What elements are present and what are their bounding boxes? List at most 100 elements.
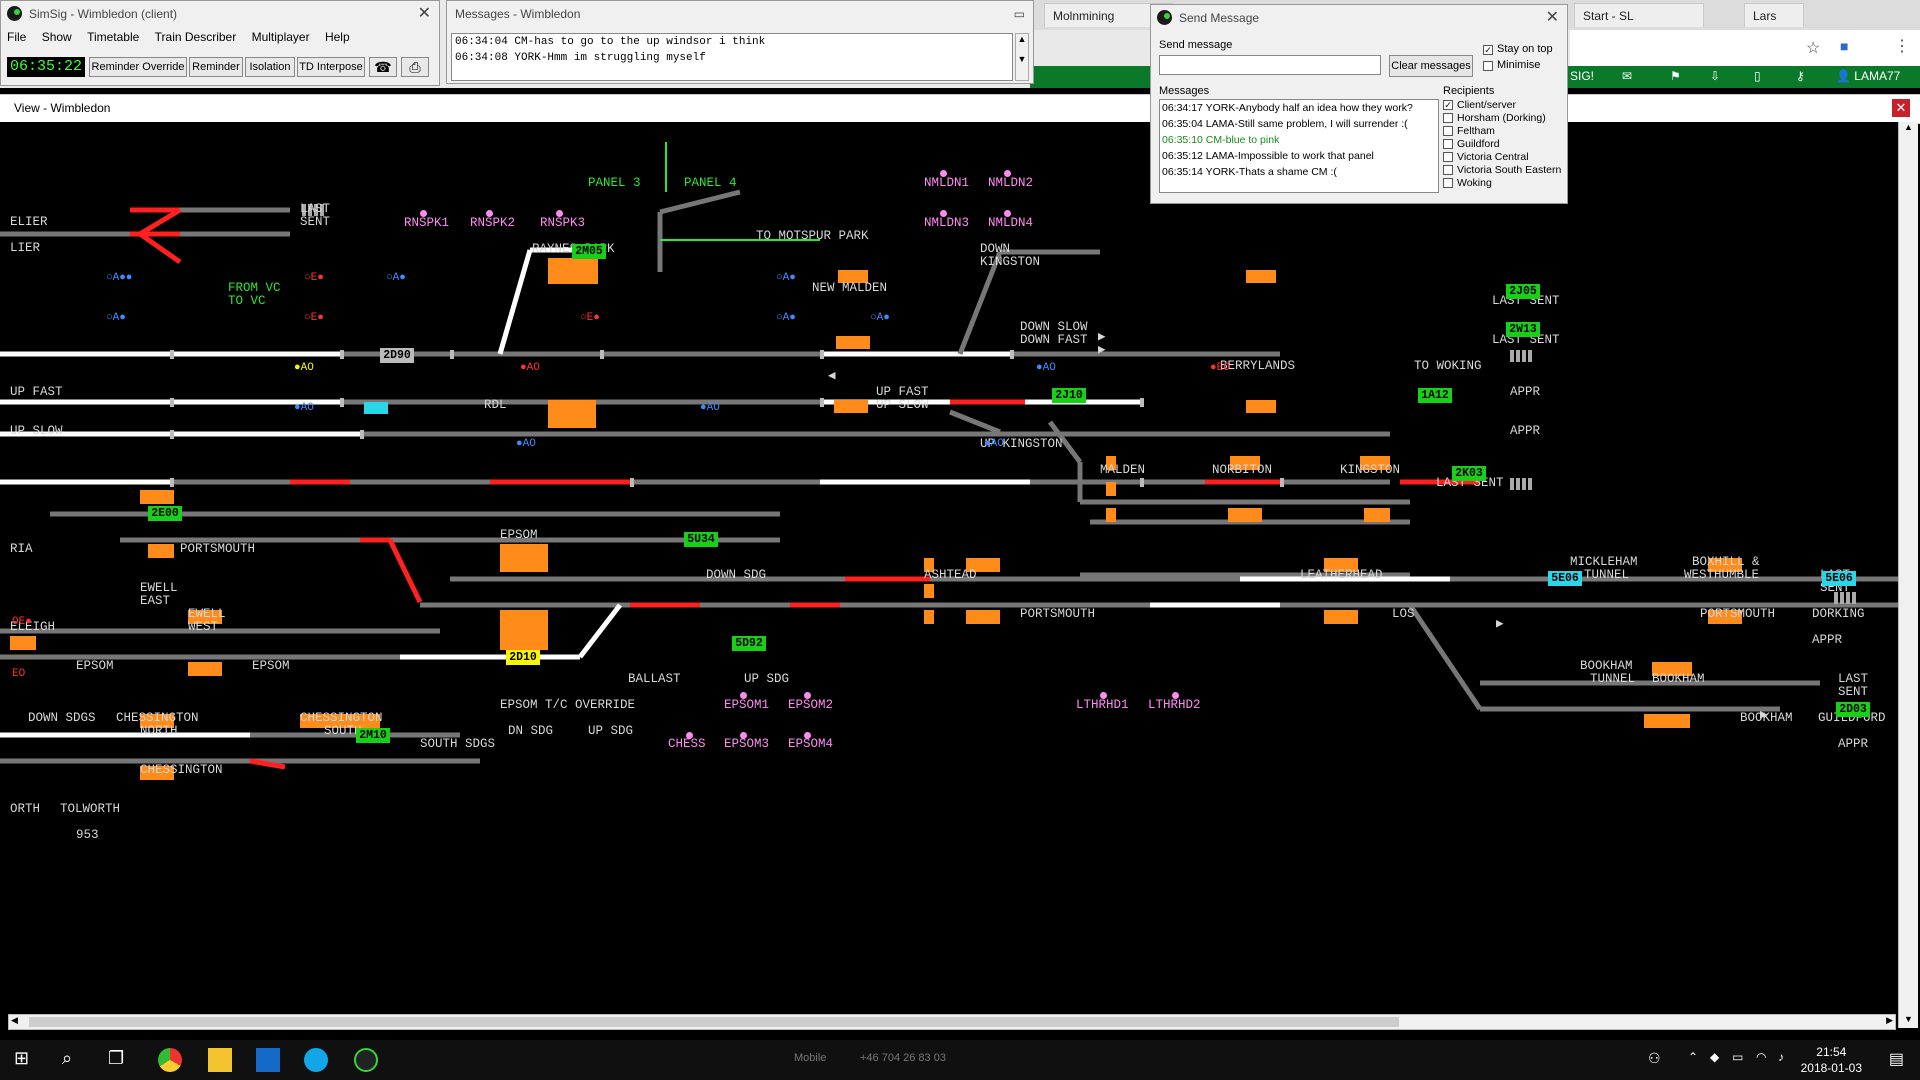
- train-describer-berth[interactable]: 2J10: [1052, 388, 1086, 403]
- route-dot[interactable]: [1172, 692, 1179, 699]
- route-dot[interactable]: [556, 210, 563, 217]
- search-icon[interactable]: ⌕: [62, 1048, 73, 1068]
- train-describer-berth[interactable]: 2M05: [572, 244, 606, 259]
- menu-timetable[interactable]: Timetable: [87, 30, 140, 44]
- train-describer-berth[interactable]: 5E06: [1822, 571, 1856, 586]
- signal-aspect-icon[interactable]: ○E●: [304, 272, 324, 284]
- route-dot[interactable]: [804, 732, 811, 739]
- menu-multiplayer[interactable]: Multiplayer: [251, 30, 310, 44]
- wifi-icon[interactable]: ◠: [1756, 1050, 1767, 1064]
- received-messages-list[interactable]: 06:34:17 YORK-Anybody half an idea how t…: [1159, 99, 1439, 193]
- phone-icon[interactable]: ▯: [1754, 69, 1761, 83]
- browser-tab-start-sl[interactable]: Start - SL: [1574, 3, 1704, 27]
- td-interpose-button[interactable]: TD Interpose: [297, 57, 365, 77]
- signal-aspect-icon[interactable]: ●AO: [516, 438, 536, 450]
- train-describer-berth[interactable]: 1A12: [1418, 388, 1452, 403]
- route-dot[interactable]: [740, 732, 747, 739]
- dropbox-icon[interactable]: ◆: [1710, 1050, 1720, 1064]
- train-describer-berth[interactable]: 5D92: [732, 636, 766, 651]
- minimize-icon[interactable]: ▭: [1013, 7, 1025, 21]
- route-dot[interactable]: [486, 210, 493, 217]
- route-dot[interactable]: [940, 210, 947, 217]
- train-describer-berth[interactable]: 2D03: [1836, 702, 1870, 717]
- stay-on-top-checkbox[interactable]: ✓: [1483, 45, 1493, 55]
- route-dot[interactable]: [1100, 692, 1107, 699]
- messages-scrollbar[interactable]: ▲▼: [1015, 33, 1029, 81]
- people-icon[interactable]: ⚇: [1648, 1050, 1661, 1066]
- recipient-item[interactable]: Woking: [1443, 177, 1561, 190]
- mail-icon[interactable]: ✉: [1622, 69, 1633, 83]
- signal-aspect-icon[interactable]: ○A●●: [106, 272, 133, 284]
- route-dot[interactable]: [804, 692, 811, 699]
- signal-aspect-icon[interactable]: ○A●: [776, 312, 796, 324]
- signal-aspect-icon[interactable]: ○A●: [386, 272, 406, 284]
- scroll-up-icon[interactable]: ▲: [1904, 122, 1913, 132]
- signal-aspect-icon[interactable]: ●AO: [700, 402, 720, 414]
- key-icon[interactable]: ⚷: [1796, 69, 1805, 83]
- signal-aspect-icon[interactable]: ○A●: [106, 312, 126, 324]
- train-describer-berth[interactable]: 2J05: [1506, 284, 1540, 299]
- scroll-right-icon[interactable]: ▶: [1886, 1015, 1893, 1025]
- battery-icon[interactable]: ▭: [1732, 1050, 1744, 1064]
- recipient-checkbox[interactable]: ✓: [1443, 100, 1453, 110]
- signal-aspect-icon[interactable]: ●AO: [984, 438, 1004, 450]
- train-describer-berth[interactable]: 2W13: [1506, 322, 1540, 337]
- clear-messages-button[interactable]: Clear messages: [1389, 55, 1473, 77]
- train-describer-berth[interactable]: 2M10: [356, 728, 390, 743]
- signal-aspect-icon[interactable]: ○A●: [776, 272, 796, 284]
- notifications-icon[interactable]: ▤: [1888, 1051, 1904, 1068]
- signal-aspect-icon[interactable]: ○E●: [580, 312, 600, 324]
- route-dot[interactable]: [1004, 170, 1011, 177]
- signal-aspect-icon[interactable]: ○A●: [870, 312, 890, 324]
- train-describer-berth[interactable]: 5U34: [684, 532, 718, 547]
- train-describer-berth[interactable]: 2D10: [506, 650, 540, 665]
- train-describer-berth[interactable]: 2E00: [148, 506, 182, 521]
- menu-show[interactable]: Show: [41, 30, 72, 44]
- recipient-checkbox[interactable]: [1443, 126, 1453, 136]
- view-close-icon[interactable]: ✕: [1892, 99, 1910, 117]
- more-icon[interactable]: ⋮: [1894, 38, 1910, 55]
- signal-aspect-icon[interactable]: OE●: [12, 616, 32, 628]
- cart-icon[interactable]: ⚑: [1670, 69, 1681, 83]
- menu-train-describer[interactable]: Train Describer: [154, 30, 237, 44]
- user-icon[interactable]: 👤 LAMA77: [1836, 69, 1901, 83]
- tray-chevron-icon[interactable]: ⌃: [1688, 1050, 1699, 1064]
- skype-icon[interactable]: [304, 1048, 328, 1072]
- reminder-override-button[interactable]: Reminder Override: [89, 57, 187, 77]
- windows-start-icon[interactable]: ⊞: [14, 1048, 30, 1068]
- horizontal-scrollbar[interactable]: ◀ ▶: [8, 1014, 1896, 1030]
- close-icon[interactable]: ✕: [1545, 9, 1559, 26]
- reminder-button[interactable]: Reminder: [189, 57, 243, 77]
- menu-help[interactable]: Help: [324, 30, 350, 44]
- route-dot[interactable]: [1004, 210, 1011, 217]
- train-describer-berth[interactable]: 2D90: [380, 348, 414, 363]
- scroll-left-icon[interactable]: ◀: [11, 1015, 18, 1025]
- printer-icon[interactable]: ⎙: [401, 57, 429, 77]
- telephone-icon[interactable]: ☎: [369, 57, 397, 77]
- recipient-item[interactable]: ✓Client/server: [1443, 99, 1561, 112]
- route-dot[interactable]: [740, 692, 747, 699]
- route-dot[interactable]: [420, 210, 427, 217]
- signal-aspect-icon[interactable]: ○E●: [304, 312, 324, 324]
- route-dot[interactable]: [940, 170, 947, 177]
- download-icon[interactable]: ⇩: [1710, 69, 1721, 83]
- scroll-down-icon[interactable]: ▼: [1904, 1014, 1913, 1024]
- scroll-thumb[interactable]: [29, 1017, 1399, 1027]
- recipient-checkbox[interactable]: [1443, 152, 1453, 162]
- signal-aspect-icon[interactable]: ●AO: [1036, 362, 1056, 374]
- send-message-input[interactable]: [1159, 55, 1381, 75]
- signal-aspect-icon[interactable]: ●AO: [294, 362, 314, 374]
- signal-aspect-icon[interactable]: ●AO: [520, 362, 540, 374]
- extension-icon[interactable]: ■: [1840, 38, 1849, 54]
- recipient-checkbox[interactable]: [1443, 139, 1453, 149]
- recipient-checkbox[interactable]: [1443, 178, 1453, 188]
- task-view-icon[interactable]: ❐: [108, 1048, 125, 1068]
- vertical-scrollbar[interactable]: ▲ ▼: [1898, 122, 1918, 1028]
- recipient-item[interactable]: Victoria South Eastern: [1443, 164, 1561, 177]
- close-icon[interactable]: ✕: [417, 5, 431, 22]
- messages-list[interactable]: 06:34:04 CM-has to go to the up windsor …: [451, 33, 1013, 81]
- menu-file[interactable]: File: [7, 30, 27, 44]
- volume-icon[interactable]: ♪: [1778, 1050, 1784, 1064]
- outlook-icon[interactable]: [256, 1048, 280, 1072]
- signal-aspect-icon[interactable]: EO: [12, 668, 26, 680]
